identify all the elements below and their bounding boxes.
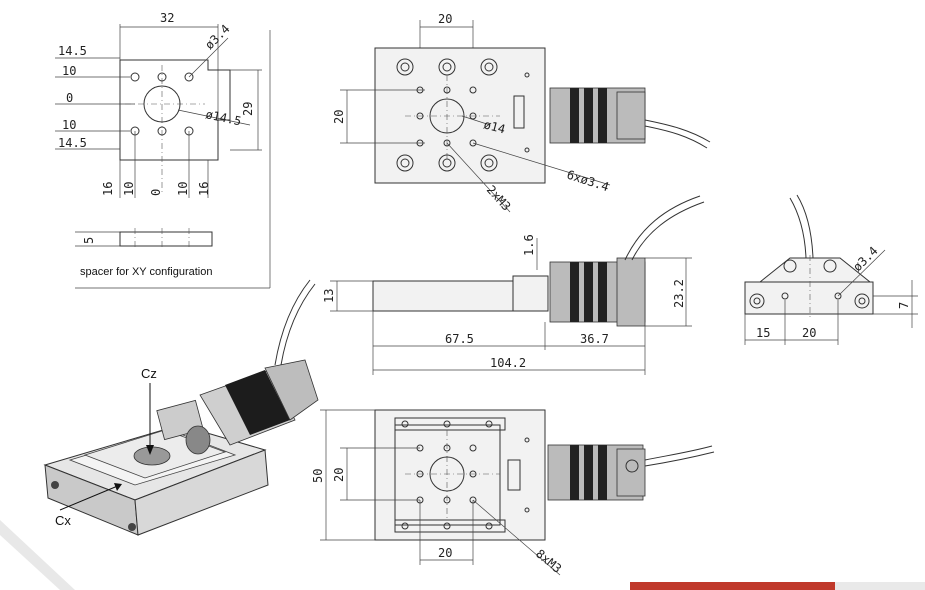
spacer-height-dim: 29 xyxy=(241,102,255,116)
end-height-dim: 7 xyxy=(897,302,911,309)
bottom-height-dim: 50 xyxy=(311,469,325,483)
side-motor-length: 36.7 xyxy=(580,332,609,346)
spacer-hole-dia: ø3.4 xyxy=(202,22,232,52)
side-motor-height: 23.2 xyxy=(672,279,686,308)
bottom-inner-dim: 20 xyxy=(332,468,346,482)
spacer-thickness-dim: 5 xyxy=(82,237,96,244)
spacer-left-dim-2: 10 xyxy=(62,64,76,78)
spacer-left-dim-4: 10 xyxy=(62,118,76,132)
spacer-caption: spacer for XY configuration xyxy=(80,266,212,278)
end-offset-b: 20 xyxy=(802,326,816,340)
spacer-bottom-dim-4: 10 xyxy=(176,182,190,196)
iso-view: Cz Cx xyxy=(43,279,319,536)
side-body-length: 67.5 xyxy=(445,332,474,346)
spacer-left-dim-3: 0 xyxy=(66,91,73,105)
top-width-dim: 20 xyxy=(438,12,452,26)
decor-bar xyxy=(630,582,835,590)
spacer-bottom-dim-3: 0 xyxy=(149,189,163,196)
top-height-dim: 20 xyxy=(332,110,346,124)
spacer-bottom-dim-2: 10 xyxy=(122,182,136,196)
side-total-length: 104.2 xyxy=(490,356,526,370)
decor-bar-tail xyxy=(835,582,925,590)
top-threads-callout: 2xM3 xyxy=(484,183,514,214)
top-motor xyxy=(549,87,711,149)
top-bore-dia: ø14 xyxy=(482,117,507,136)
bottom-threads-callout: 8xM3 xyxy=(533,547,564,576)
spacer-bottom-dim-5: 16 xyxy=(197,182,211,196)
bottom-width-dim: 20 xyxy=(438,546,452,560)
top-holes-callout: 6xø3.4 xyxy=(565,168,611,195)
spacer-left-dim-1: 14.5 xyxy=(58,44,87,58)
spacer-bore-dia: ø14.5 xyxy=(204,107,242,128)
side-view: 13 1.6 23.2 67.5 36.7 104.2 xyxy=(322,195,705,375)
decor-corner xyxy=(0,520,75,590)
side-height-dim: 13 xyxy=(322,289,336,303)
top-view: 20 20 ø14 6xø3.4 2xM3 xyxy=(332,12,711,214)
side-step-dim: 1.6 xyxy=(522,234,536,256)
spacer-width-dim: 32 xyxy=(160,11,174,25)
spacer-left-dim-5: 14.5 xyxy=(58,136,87,150)
end-offset-a: 15 xyxy=(756,326,770,340)
axis-x-label: Cx xyxy=(55,513,71,528)
bottom-view: 50 20 20 8xM3 xyxy=(311,409,715,576)
spacer-bottom-dim-1: 16 xyxy=(101,182,115,196)
side-motor xyxy=(549,195,705,327)
end-view: ø3.4 15 20 7 xyxy=(744,194,918,345)
bottom-motor xyxy=(547,444,715,501)
axis-z-label: Cz xyxy=(141,366,157,381)
spacer-view: 32 14.5 10 0 10 14.5 ø3.4 ø14.5 29 xyxy=(55,11,271,289)
